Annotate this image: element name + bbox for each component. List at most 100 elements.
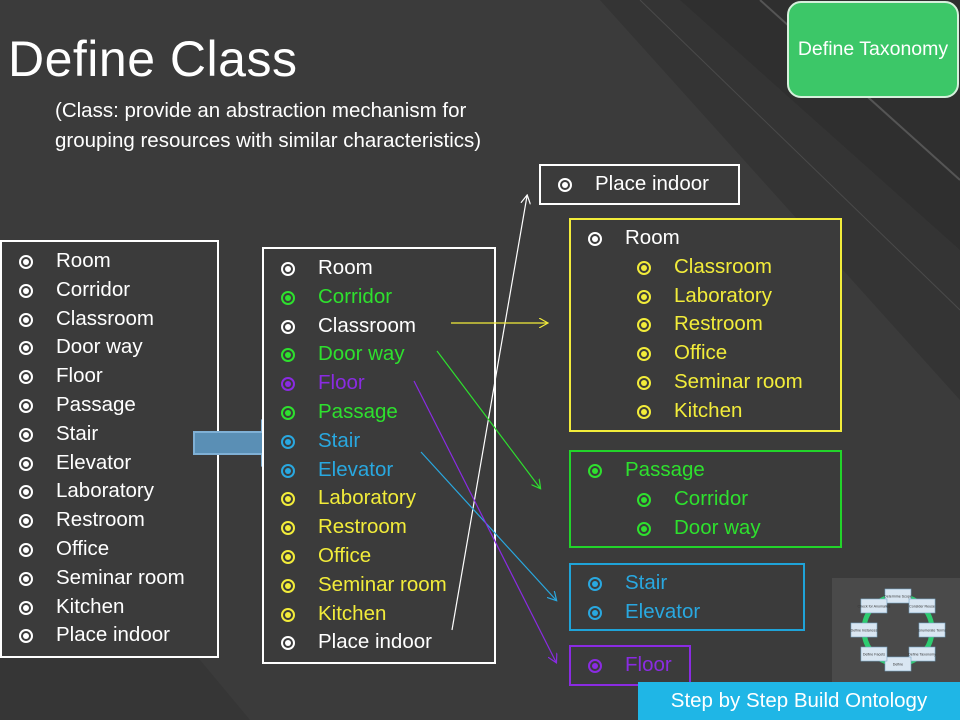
- colored-term-item-label: Door way: [318, 342, 405, 366]
- term-item-label: Place indoor: [56, 623, 170, 647]
- stair-group-item: Elevator: [571, 598, 803, 627]
- subtitle: (Class: provide an abstraction mechanism…: [55, 99, 482, 152]
- cycle-node-label: Determine Scope: [884, 595, 912, 599]
- colored-term-item-label: Kitchen: [318, 601, 387, 625]
- passage-subclass-item-label: Corridor: [674, 486, 749, 510]
- colored-term-item: Door way: [264, 340, 494, 369]
- bullet-icon: [588, 464, 602, 478]
- term-item-label: Office: [56, 536, 110, 560]
- term-item: Seminar room: [2, 564, 217, 593]
- cycle-node: [860, 598, 888, 614]
- bullet-icon: [19, 398, 33, 413]
- term-item: Place indoor: [2, 621, 217, 650]
- passage-group-parent-label: Passage: [625, 458, 705, 481]
- term-item: Office: [2, 535, 217, 564]
- bullet-icon: [281, 377, 295, 392]
- bullet-icon: [588, 232, 602, 246]
- bullet-icon: [281, 636, 295, 651]
- colored-term-item: Passage: [264, 398, 494, 427]
- term-item-label: Door way: [56, 335, 143, 359]
- cycle-node: [908, 646, 936, 662]
- cycle-node-label: Consider Reuse: [909, 604, 935, 608]
- colored-term-item-label: Stair: [318, 428, 361, 452]
- colored-term-item: Stair: [264, 427, 494, 456]
- term-item: Stair: [2, 420, 217, 449]
- bullet-icon: [19, 629, 33, 644]
- cycle-node: [860, 646, 888, 662]
- stair-group-item-label: Stair: [625, 571, 668, 594]
- bullet-icon: [19, 600, 33, 615]
- bullet-icon: [19, 341, 33, 356]
- bullet-icon: [281, 549, 295, 564]
- bullet-icon: [281, 405, 295, 420]
- colored-term-item: Restroom: [264, 513, 494, 542]
- bullet-icon: [19, 370, 33, 385]
- term-item-label: Elevator: [56, 450, 132, 474]
- cycle-node: [908, 598, 936, 614]
- term-item-label: Floor: [56, 364, 103, 388]
- bullet-icon: [19, 283, 33, 298]
- passage-subclass-item: Door way: [571, 514, 840, 543]
- cycle-node-label: Enumerate Terms: [918, 629, 946, 633]
- floor-group-item-label: Floor: [625, 653, 672, 676]
- room-subclass-item-label: Laboratory: [674, 283, 773, 307]
- page-title: Define Class: [8, 31, 298, 87]
- colored-term-item: Room: [264, 254, 494, 283]
- room-subclass-item-label: Seminar room: [674, 369, 803, 393]
- term-item-label: Passage: [56, 392, 136, 416]
- cycle-node-label: Define Taxonomy: [908, 653, 936, 657]
- bullet-icon: [19, 542, 33, 557]
- colored-term-item: Place indoor: [264, 628, 494, 657]
- place-indoor-item: Place indoor: [541, 170, 738, 199]
- colored-term-item: Office: [264, 542, 494, 571]
- colored-term-item-label: Place indoor: [318, 630, 432, 654]
- bullet-icon: [19, 255, 33, 269]
- term-item-label: Stair: [56, 421, 99, 445]
- bullet-icon: [637, 318, 651, 333]
- term-item: Kitchen: [2, 593, 217, 622]
- place-indoor-box: Place indoor: [539, 164, 740, 205]
- colored-term-item-label: Restroom: [318, 515, 407, 539]
- room-group-parent: Room: [571, 224, 840, 253]
- bullet-icon: [588, 605, 602, 620]
- colored-term-item: Seminar room: [264, 571, 494, 600]
- colored-term-item-label: Room: [318, 256, 373, 279]
- define-taxonomy-badge[interactable]: Define Taxonomy: [787, 1, 959, 98]
- bullet-icon: [19, 456, 33, 471]
- term-item-label: Laboratory: [56, 479, 155, 503]
- room-subclass-item: Laboratory: [571, 282, 840, 311]
- floor-group-list: Floor: [571, 651, 689, 680]
- colored-term-item-label: Seminar room: [318, 572, 447, 596]
- colored-term-item: Kitchen: [264, 600, 494, 629]
- room-subclass-item: Classroom: [571, 253, 840, 282]
- term-item-label: Kitchen: [56, 594, 125, 618]
- term-item: Classroom: [2, 305, 217, 334]
- bullet-icon: [558, 178, 572, 192]
- bullet-icon: [637, 375, 651, 390]
- room-subclass-item-label: Kitchen: [674, 398, 743, 422]
- room-subclass-item-label: Classroom: [674, 254, 772, 278]
- bullet-icon: [281, 492, 295, 507]
- bullet-icon: [588, 577, 602, 591]
- term-item-label: Seminar room: [56, 565, 185, 589]
- term-item: Door way: [2, 333, 217, 362]
- colored-term-item: Floor: [264, 369, 494, 398]
- colored-term-item-label: Classroom: [318, 313, 416, 337]
- bullet-icon: [637, 260, 651, 275]
- bullet-icon: [588, 659, 602, 673]
- colored-term-item: Elevator: [264, 456, 494, 485]
- bullet-icon: [637, 492, 651, 507]
- bullet-icon: [637, 404, 651, 419]
- cycle-node: [884, 588, 912, 604]
- term-item: Elevator: [2, 449, 217, 478]
- floor-group-item: Floor: [571, 651, 689, 680]
